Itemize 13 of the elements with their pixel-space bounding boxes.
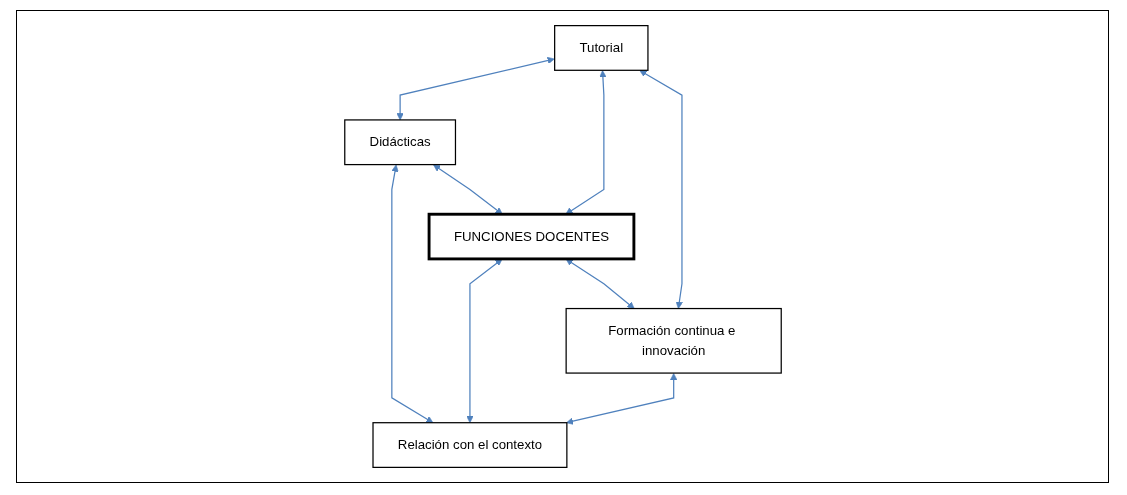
arrow xyxy=(565,258,635,309)
node-box: Relación con el contexto xyxy=(371,422,567,468)
node-box: Tutorial xyxy=(553,25,649,71)
arrow xyxy=(390,164,433,424)
arrow xyxy=(465,258,502,424)
arrow xyxy=(396,56,555,121)
node-box: Didácticas xyxy=(343,119,456,166)
node-box: FUNCIONES DOCENTES xyxy=(427,212,635,261)
node-box: Formación continua e innovación xyxy=(565,307,782,374)
arrow xyxy=(638,70,683,309)
arrow xyxy=(565,373,677,425)
arrow xyxy=(432,164,503,215)
arrow xyxy=(564,70,607,215)
